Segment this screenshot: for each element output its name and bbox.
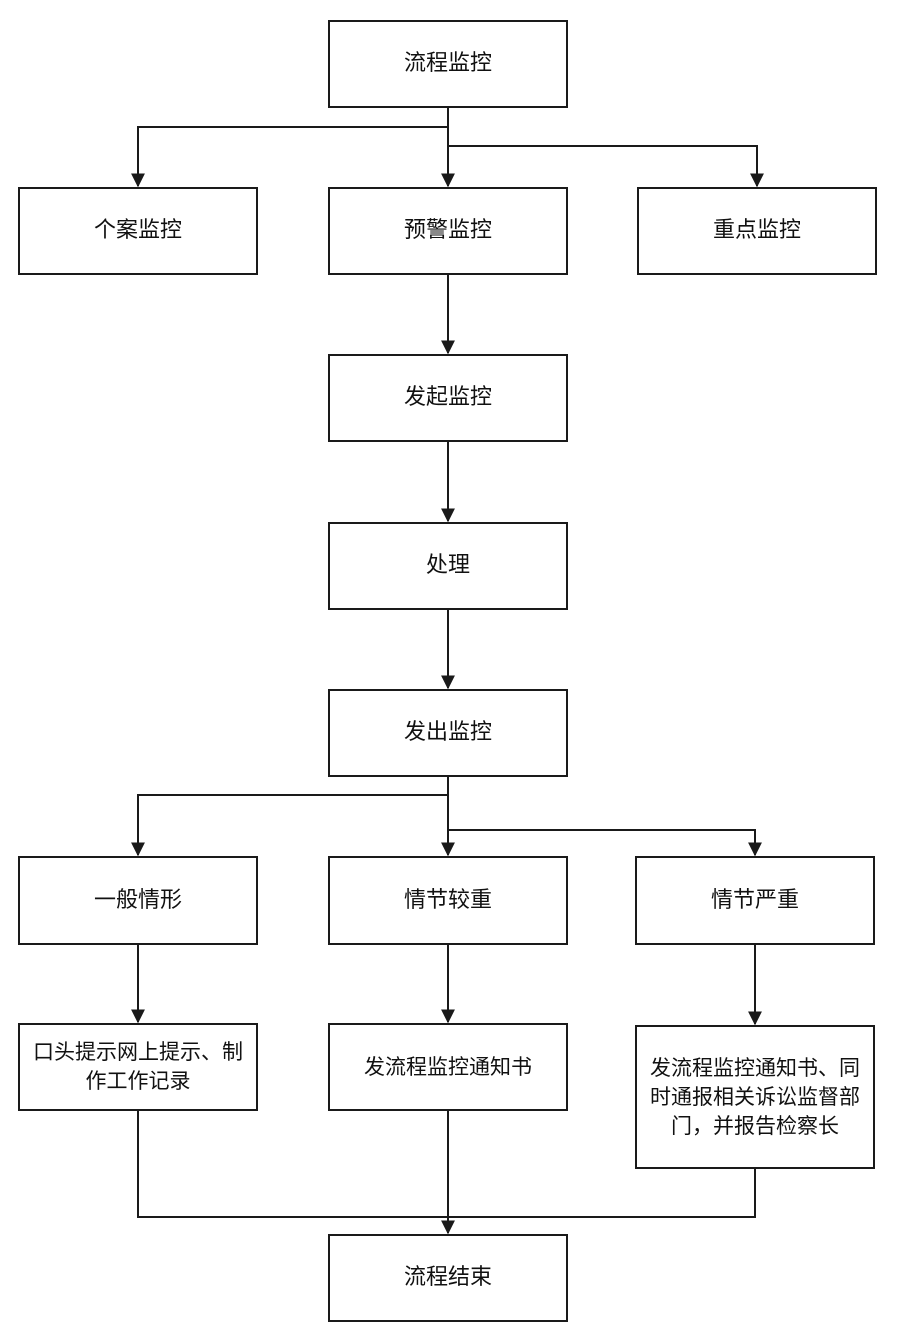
node-general-action-label: 口头提示网上提示、制作工作记录 <box>33 1040 243 1093</box>
edge-start-to-case <box>131 108 449 188</box>
node-moderate-action-label: 发流程监控通知书 <box>364 1054 532 1079</box>
node-case-monitoring: 个案监控 <box>18 187 258 275</box>
node-key-monitoring: 重点监控 <box>637 187 877 275</box>
node-general-case-label: 一般情形 <box>93 887 182 913</box>
edge-issue-to-general <box>131 777 449 857</box>
node-severe-action: 发流程监控通知书、同时通报相关诉讼监督部门，并报告检察长 <box>635 1025 875 1169</box>
node-warning-monitoring-label: 预警监控 <box>403 218 492 243</box>
node-flow-end-label: 流程结束 <box>403 1265 492 1290</box>
edge-general-action-to-end <box>137 1111 448 1218</box>
node-general-action: 口头提示网上提示、制作工作记录 <box>18 1023 258 1111</box>
node-process: 处理 <box>328 522 568 610</box>
node-flow-end: 流程结束 <box>328 1234 568 1322</box>
node-case-monitoring-label: 个案监控 <box>93 218 182 243</box>
node-severe: 情节严重 <box>635 856 875 945</box>
node-key-monitoring-label: 重点监控 <box>712 218 801 243</box>
edge-start-to-key <box>448 145 764 188</box>
node-flow-monitoring-label: 流程监控 <box>403 51 492 76</box>
node-process-label: 处理 <box>425 553 470 578</box>
node-initiate-monitoring-label: 发起监控 <box>403 385 492 410</box>
node-warning-monitoring: 预警监控 <box>328 187 568 275</box>
edge-severe-action-to-end <box>448 1169 756 1218</box>
node-issue-monitoring-label: 发出监控 <box>403 720 492 745</box>
node-moderate-action: 发流程监控通知书 <box>328 1023 568 1111</box>
node-moderately-serious: 情节较重 <box>328 856 568 945</box>
node-moderately-serious-label: 情节较重 <box>403 887 492 913</box>
node-flow-monitoring: 流程监控 <box>328 20 568 108</box>
edge-issue-to-severe <box>448 829 762 857</box>
node-general-case: 一般情形 <box>18 856 258 945</box>
node-severe-label: 情节严重 <box>710 887 799 913</box>
node-issue-monitoring: 发出监控 <box>328 689 568 777</box>
node-severe-action-label: 发流程监控通知书、同时通报相关诉讼监督部门，并报告检察长 <box>650 1055 860 1138</box>
node-initiate-monitoring: 发起监控 <box>328 354 568 442</box>
